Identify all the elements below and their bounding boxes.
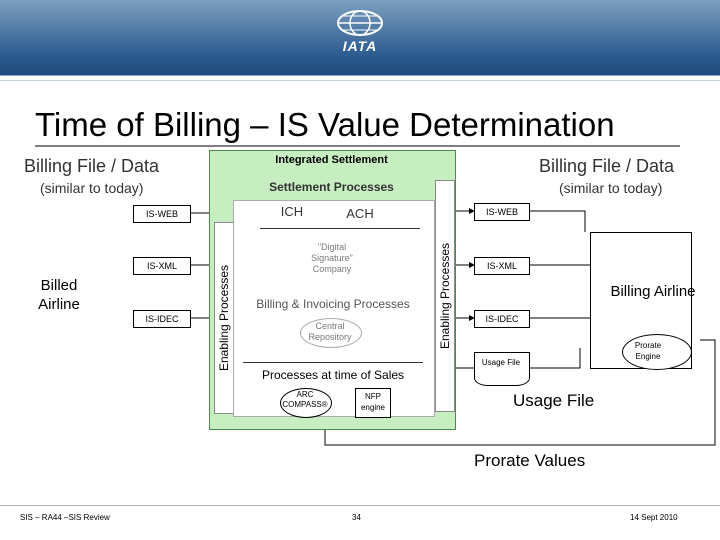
- settlement-inner-area: [233, 200, 435, 417]
- footer-page-number: 34: [352, 513, 361, 522]
- right-enabling-label: Enabling Processes: [438, 242, 452, 350]
- left-heading: Billing File / Data: [24, 156, 160, 176]
- billing-invoicing-label: Billing & Invoicing Processes: [256, 297, 410, 311]
- digital-signature-label: "Digital Signature" Company: [311, 242, 353, 274]
- time-of-sales-label: Processes at time of Sales: [261, 368, 405, 382]
- time-of-sales-rule: [243, 362, 423, 363]
- left-enabling-label: Enabling Processes: [217, 264, 231, 372]
- prorate-values-label: Prorate Values: [474, 451, 586, 470]
- header-rule-2: [0, 80, 720, 81]
- logo-text: IATA: [342, 38, 378, 54]
- prorate-engine-shape: [622, 334, 692, 370]
- header-rule: [0, 75, 720, 76]
- usage-file-box-label: Usage File: [481, 358, 521, 367]
- settlement-processes-label: Settlement Processes: [269, 180, 394, 194]
- page-title: Time of Billing – IS Value Determination: [35, 106, 615, 143]
- footer-rule: [0, 505, 720, 506]
- usage-file-shape: [474, 352, 530, 386]
- settlement-divider: [260, 228, 420, 229]
- right-is-idec-box: IS-IDEC: [474, 310, 530, 328]
- header-band: IATA: [0, 0, 720, 75]
- nfp-engine-box: NFP engine: [355, 388, 391, 418]
- left-is-idec-box: IS-IDEC: [133, 310, 191, 328]
- title-rule: [35, 145, 680, 147]
- web-to-billing: [528, 210, 586, 232]
- globe-icon: [337, 10, 383, 36]
- billed-airline-label: Billed Airline: [38, 277, 80, 313]
- ich-label: ICH: [280, 204, 304, 219]
- usage-to-billing: [530, 348, 581, 369]
- footer-date: 14 Sept 2010: [630, 513, 678, 522]
- right-heading: Billing File / Data: [539, 156, 675, 176]
- usage-file-label: Usage File: [513, 391, 595, 410]
- right-subheading: (similar to today): [559, 180, 663, 196]
- arc-compass-label: ARC COMPASS®: [282, 390, 328, 409]
- ach-label: ACH: [346, 206, 374, 221]
- arc-compass-shape: [280, 388, 332, 418]
- left-is-web-box: IS-WEB: [133, 205, 191, 223]
- prorate-engine-label: Prorate Engine: [634, 341, 662, 361]
- central-repository-label: Central Repository: [308, 321, 352, 342]
- integrated-settlement-label: Integrated Settlement: [275, 154, 388, 166]
- prorate-loop: [324, 339, 716, 446]
- right-enabling-processes: Enabling Processes: [435, 180, 455, 412]
- right-is-xml-box: IS-XML: [474, 257, 530, 275]
- left-enabling-processes: Enabling Processes: [214, 222, 234, 414]
- left-is-xml-box: IS-XML: [133, 257, 191, 275]
- left-subheading: (similar to today): [40, 180, 144, 196]
- footer-left: SIS – RA44 –SIS Review: [20, 513, 110, 522]
- billing-airline-label: Billing Airline: [610, 283, 696, 300]
- right-is-web-box: IS-WEB: [474, 203, 530, 221]
- central-repository-shape: [300, 318, 362, 348]
